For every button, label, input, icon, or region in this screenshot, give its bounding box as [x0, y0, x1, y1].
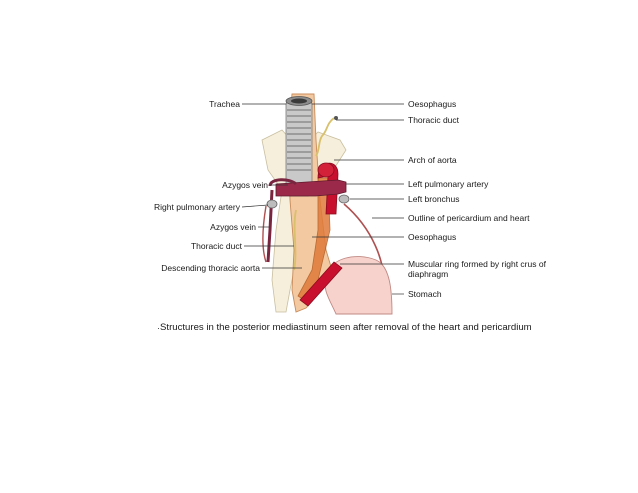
stomach-shape	[324, 256, 393, 315]
thoracic-duct-shape	[293, 117, 335, 271]
label-left-pulmonary-artery: Left pulmonary artery	[408, 179, 489, 189]
figure-caption: Structures in the posterior mediastinum …	[160, 322, 532, 333]
pulmonary-artery-shape	[275, 179, 347, 197]
muscular-ring-shape	[299, 261, 343, 307]
label-outline-pericardium-heart: Outline of pericardium and heart	[408, 213, 530, 223]
label-oesophagus-top: Oesophagus	[408, 99, 457, 109]
label-azygos-vein-1: Azygos vein	[222, 180, 268, 190]
label-oesophagus-mid: Oesophagus	[408, 232, 457, 242]
label-thoracic-duct-left: Thoracic duct	[190, 241, 242, 251]
label-thoracic-duct-right: Thoracic duct	[408, 115, 460, 125]
label-trachea: Trachea	[209, 99, 240, 109]
leader-lines	[241, 103, 404, 295]
label-left-bronchus: Left bronchus	[408, 194, 460, 204]
label-right-pulmonary-artery: Right pulmonary artery	[154, 202, 240, 212]
label-descending-thoracic-aorta: Descending thoracic aorta	[161, 263, 260, 273]
label-azygos-vein-2: Azygos vein	[210, 222, 256, 232]
caption-bullet: ·	[157, 323, 160, 333]
label-arch-of-aorta: Arch of aorta	[408, 155, 457, 165]
azygos-arch-shape	[268, 178, 298, 187]
label-stomach: Stomach	[408, 289, 442, 299]
trachea-shape	[285, 96, 313, 197]
label-muscular-ring: Muscular ring formed by right crus of di…	[408, 259, 546, 279]
